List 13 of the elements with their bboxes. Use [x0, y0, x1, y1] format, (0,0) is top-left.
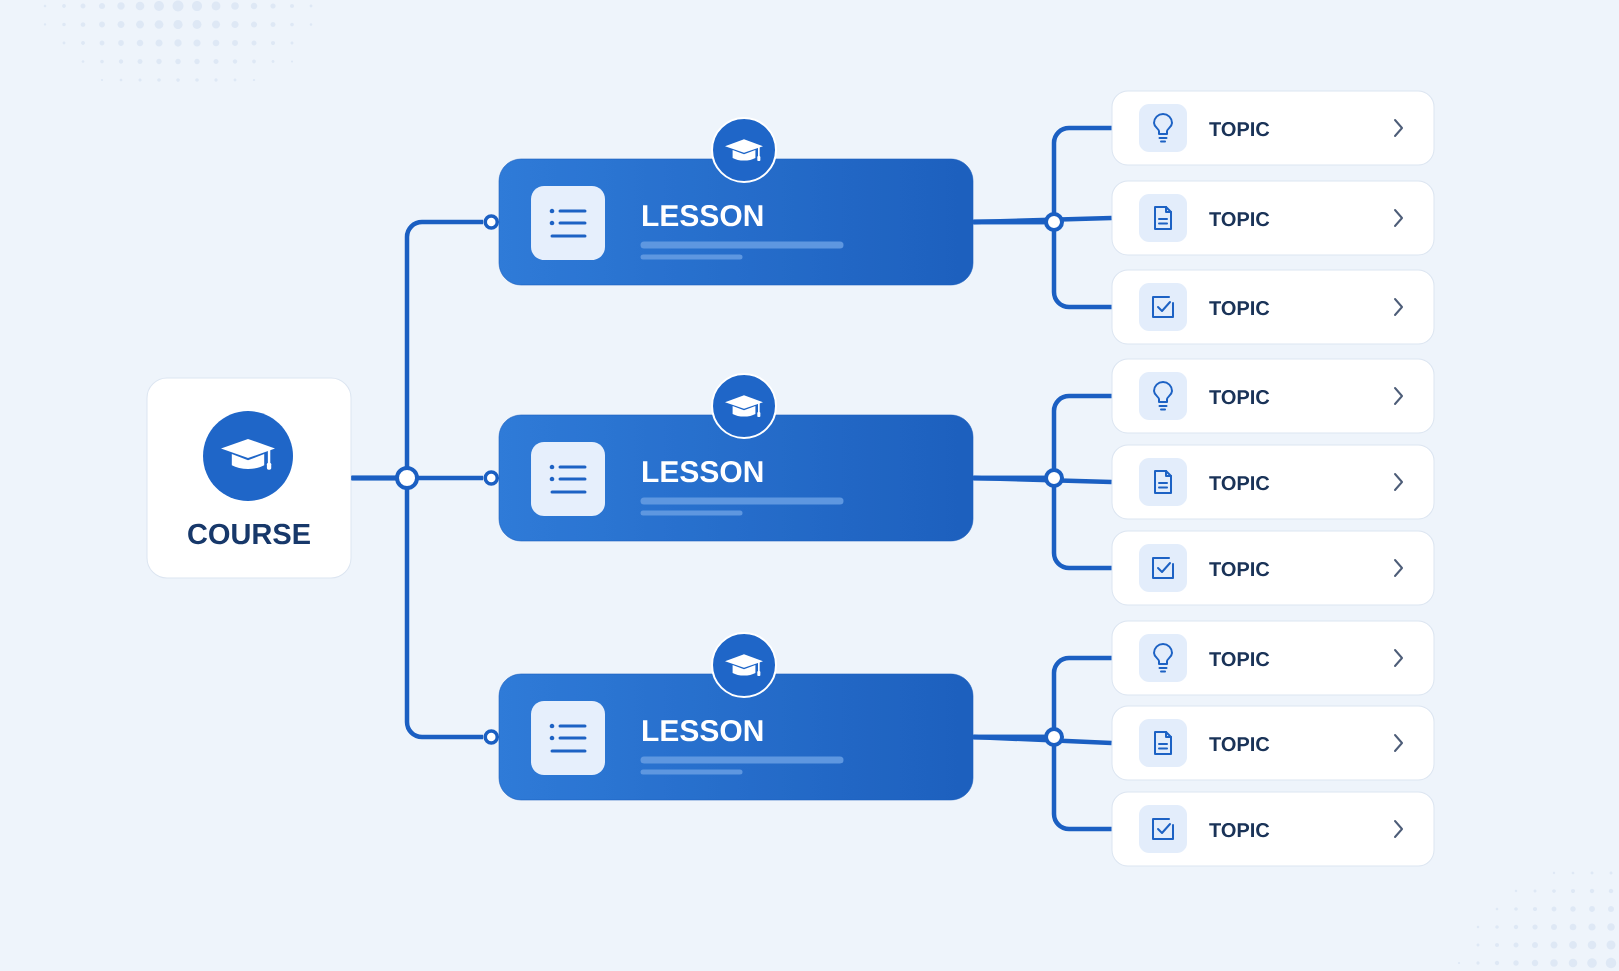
connector-line — [351, 475, 484, 740]
topic-card: TOPIC — [1111, 180, 1435, 256]
topic-card: TOPIC — [1111, 620, 1435, 696]
topic-card: TOPIC — [1111, 358, 1435, 434]
topic-card: TOPIC — [1111, 530, 1435, 606]
connector-line — [973, 734, 1112, 832]
topic-card: TOPIC — [1111, 90, 1435, 166]
topic-card: TOPIC — [1111, 269, 1435, 345]
connector-line — [973, 219, 1112, 310]
topic-card: TOPIC — [1111, 705, 1435, 781]
topic-card: TOPIC — [1111, 444, 1435, 520]
topic-card: TOPIC — [1111, 791, 1435, 867]
connector-line — [973, 475, 1112, 571]
